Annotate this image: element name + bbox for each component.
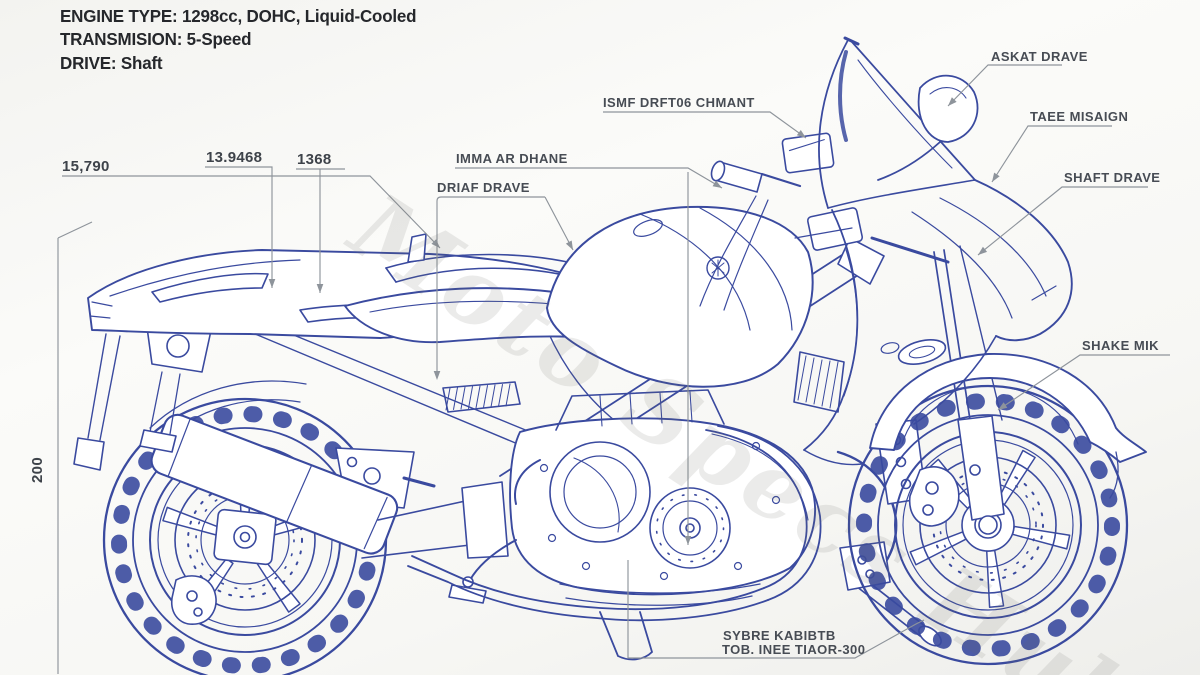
spec-drive: DRIVE: Shaft: [60, 52, 163, 73]
front-fork: [870, 236, 1005, 535]
dim-height: 200: [29, 457, 46, 483]
mirror: [877, 74, 979, 181]
callout-fender: SHAKE MIK: [1082, 338, 1159, 353]
callout-fork: SHAFT DRAVE: [1064, 170, 1160, 185]
annotation-lines: [57, 64, 1170, 674]
callout-exhaust-line1: SYBRE KABIBTB: [723, 628, 836, 643]
callout-exhaust-line2: TOB. INEE TIAOR-300: [722, 642, 865, 657]
callout-windscreen: TAEE MISAIGN: [1030, 109, 1128, 124]
swingarm: [361, 481, 509, 559]
callout-mirror: ASKAT DRAVE: [991, 49, 1088, 64]
leader-mirror: [947, 64, 1062, 107]
leader-brake-control: [603, 111, 807, 139]
rear-inner-fender: [149, 380, 307, 429]
dim-line-mid: [205, 166, 273, 288]
dim-total-length: 15,790: [62, 158, 110, 175]
brake-reservoir: [781, 132, 835, 174]
leader-windscreen: [991, 125, 1112, 183]
alternator-cover: [549, 441, 651, 543]
front-brake-caliper: [908, 466, 960, 527]
dim-short-length: 1368: [297, 151, 332, 168]
cylinder-head: [555, 389, 725, 431]
arrowheads: [268, 97, 1008, 545]
engine: [448, 389, 816, 661]
headlight-line: [939, 197, 1047, 297]
leader-exhaust: [627, 560, 925, 659]
rear-wheel: [102, 397, 388, 675]
clutch-cover: [649, 487, 731, 569]
muffler: [150, 413, 399, 555]
dimension-labels: 15,790 13.9468 1368 200: [29, 149, 332, 483]
exhaust-headers: [407, 425, 822, 622]
dim-mid-length: 13.9468: [206, 149, 262, 166]
front-fender: [869, 353, 1147, 499]
fairing-vent-hatch: [793, 351, 845, 413]
leader-intake: [455, 167, 723, 545]
callout-brake-control: ISMF DRFT06 CHMANT: [603, 95, 755, 110]
callout-intake: IMMA AR DHANE: [456, 151, 568, 166]
spec-transmission: TRANSMISION: 5-Speed: [60, 29, 252, 50]
front-fairing: [793, 179, 1073, 466]
dim-line-total-length: [62, 175, 441, 249]
callout-labels: ISMF DRFT06 CHMANT IMMA AR DHANE DRIAF D…: [437, 49, 1160, 657]
fork-slider: [957, 415, 1005, 521]
front-tire-tread: [856, 393, 1120, 657]
rear-mudflap: [73, 437, 105, 471]
leader-fork: [977, 186, 1148, 256]
windscreen: [818, 36, 976, 209]
leader-fender: [997, 354, 1170, 411]
fuel-tank: [546, 205, 814, 388]
frame-hatch-panel: [442, 381, 521, 413]
dim-line-height: [57, 221, 93, 674]
leader-seat: [436, 196, 574, 378]
turn-signal: [897, 339, 947, 365]
callout-seat: DRIAF DRAVE: [437, 180, 530, 195]
dim-line-short: [296, 168, 345, 293]
spec-block: ENGINE TYPE: 1298cc, DOHC, Liquid-Cooled…: [60, 5, 417, 75]
tank-emblem: [706, 256, 730, 280]
spec-engine-type: ENGINE TYPE: 1298cc, DOHC, Liquid-Cooled: [60, 6, 417, 26]
motorcycle-drawing: [73, 36, 1147, 675]
cockpit: [699, 132, 864, 311]
